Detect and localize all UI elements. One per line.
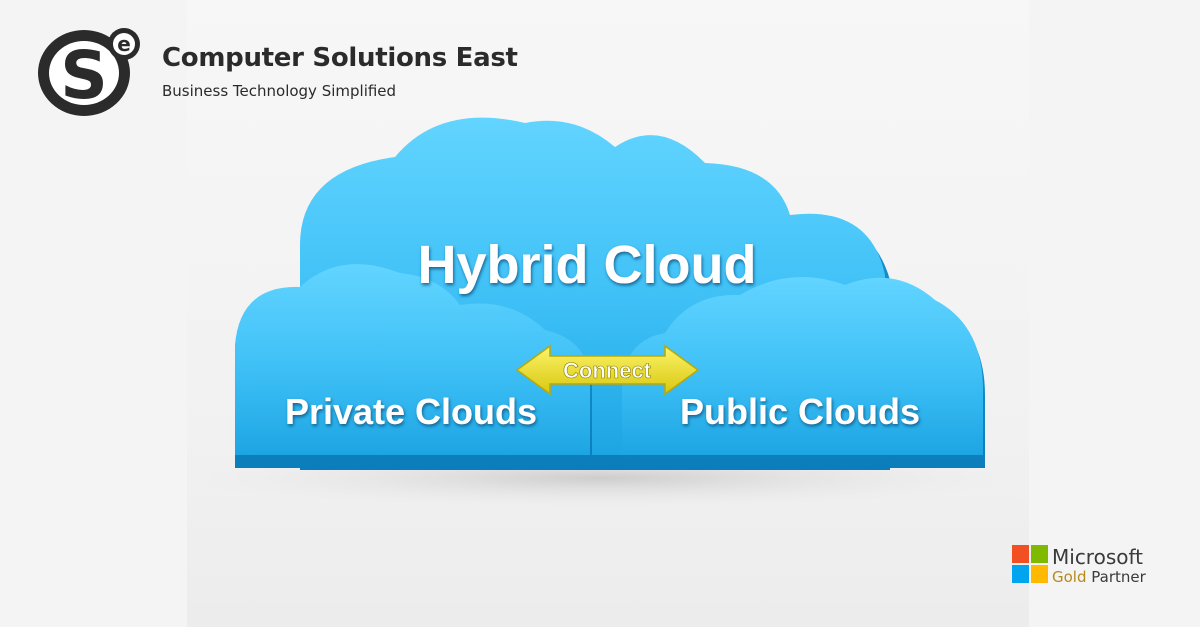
partner-type: Partner [1091,568,1146,586]
microsoft-partner-badge[interactable]: Microsoft Gold Partner [1012,545,1172,590]
company-name: Computer Solutions East [162,43,518,73]
partner-level: Gold [1052,568,1087,586]
logo-letter-s: S [60,37,108,114]
private-clouds-label: Private Clouds [285,391,537,432]
connect-arrow: Connect [515,344,700,396]
company-logo-icon: S e [38,28,140,116]
connect-label: Connect [563,358,652,383]
logo-letter-e: e [117,32,131,56]
brand-header[interactable]: S e Computer Solutions East Business Tec… [38,28,518,120]
hybrid-cloud-label: Hybrid Cloud [418,235,757,295]
partner-level-text: Gold Partner [1052,568,1146,586]
microsoft-name: Microsoft [1052,545,1144,569]
company-tagline: Business Technology Simplified [162,82,397,100]
public-clouds-label: Public Clouds [680,391,920,432]
public-cloud [622,277,985,468]
private-cloud [235,264,592,468]
microsoft-logo-icon [1012,545,1048,583]
